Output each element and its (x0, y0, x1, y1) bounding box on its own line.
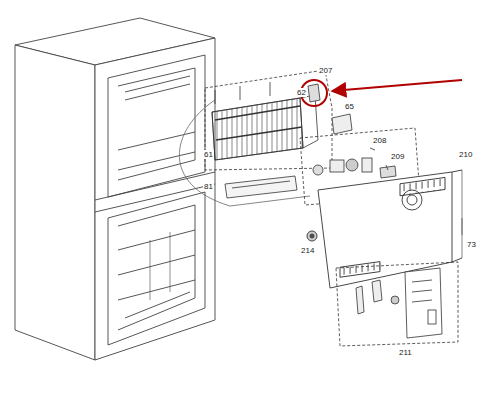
evaporator-assembly (179, 70, 352, 206)
callout-number: 214 (300, 246, 315, 255)
highlight (301, 80, 462, 106)
callout-number: 81 (203, 182, 214, 191)
callout-number: 207 (318, 66, 333, 75)
callout-number: 62 (296, 88, 307, 97)
refrigerator-cabinet (15, 18, 215, 360)
callout-number: 209 (390, 152, 405, 161)
callout-number: 61 (203, 150, 214, 159)
callout-number: 211 (398, 348, 413, 357)
callout-number: 65 (344, 102, 355, 111)
callout-number: 208 (372, 136, 387, 145)
lower-group (336, 262, 458, 346)
callout-number: 210 (458, 150, 473, 159)
callout-number: 73 (466, 240, 477, 249)
small-part (307, 231, 317, 241)
